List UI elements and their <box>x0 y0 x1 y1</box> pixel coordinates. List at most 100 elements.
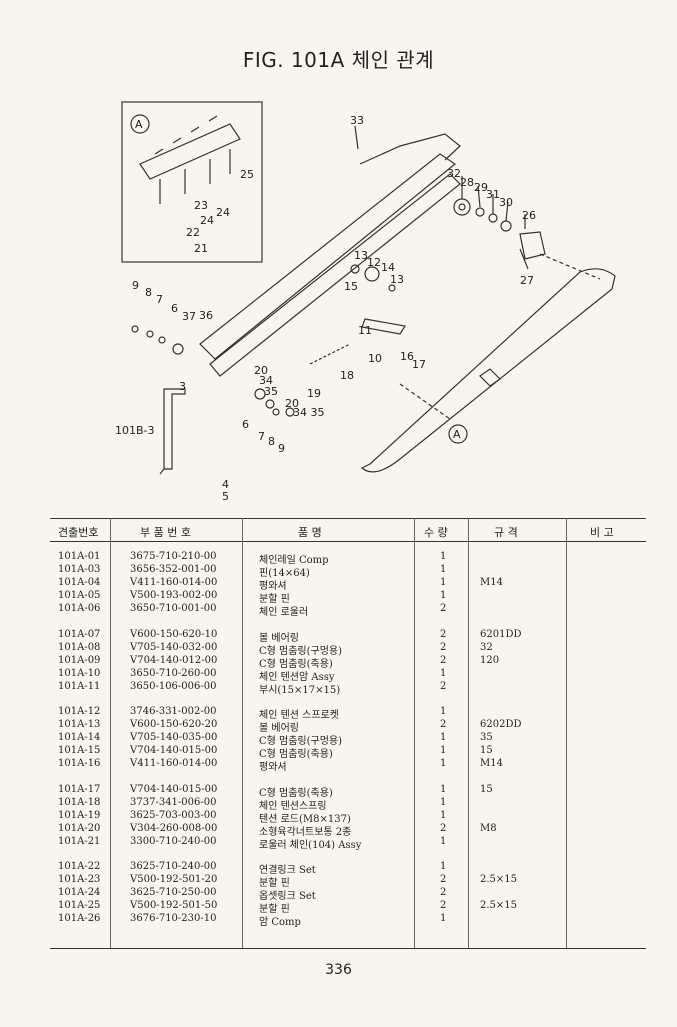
arm-comp <box>360 268 616 473</box>
cell-item: 101A-23 <box>58 874 101 886</box>
cell-part-no: 3625-710-240-00 <box>130 861 217 872</box>
callout-11: 11 <box>358 324 372 337</box>
header-part-no: 부 품 번 호 <box>140 526 191 539</box>
cell-qty: 2 <box>440 680 447 692</box>
cell-item: 101A-26 <box>58 913 101 925</box>
col-divider-5 <box>566 518 567 948</box>
cell-name: 텐션 로드(M8×137) <box>259 813 351 825</box>
header-item: 견출번호 <box>58 526 99 539</box>
callout-33: 33 <box>350 114 364 127</box>
callout-19: 19 <box>307 387 321 400</box>
cell-item: 101A-12 <box>58 706 101 717</box>
callout-20b: 20 <box>285 397 299 410</box>
cell-part-no: 3300-710-240-00 <box>130 835 217 847</box>
cell-name: 분할 핀 <box>259 904 290 916</box>
header-qty: 수 량 <box>424 526 448 539</box>
callout-5: 5 <box>222 490 229 503</box>
cell-name: 연결링크 Set <box>259 865 316 876</box>
page-title: FIG. 101A 체인 관계 <box>242 48 435 72</box>
cell-qty: 1 <box>440 758 447 770</box>
callout-21: 21 <box>194 242 208 255</box>
cell-part-no: 3650-710-001-00 <box>130 603 217 615</box>
cell-spec: M8 <box>480 822 497 834</box>
callout-9a: 9 <box>132 279 139 292</box>
callout-36: 36 <box>199 309 213 322</box>
callout-34a: 34 <box>259 374 273 387</box>
cell-spec: 32 <box>480 641 493 653</box>
cell-spec: 6201DD <box>480 628 522 640</box>
cell-name: C형 멈춤링(구멍용) <box>259 736 343 748</box>
cell-name: C형 멈춤링(축용) <box>259 787 333 799</box>
callout-17: 17 <box>412 358 426 371</box>
cell-name: 체인 로울러 <box>259 607 309 619</box>
cell-qty: 2 <box>440 874 447 886</box>
callout-7a: 7 <box>156 293 163 306</box>
callout-9b: 9 <box>278 442 285 455</box>
col-divider-2 <box>242 518 243 948</box>
cell-qty: 1 <box>440 809 447 821</box>
cell-part-no: 3650-710-260-00 <box>130 667 217 679</box>
cell-part-no: V411-160-014-00 <box>130 758 218 770</box>
callout-8b: 8 <box>268 435 275 448</box>
cell-part-no: 3737-341-006-00 <box>130 796 217 808</box>
cell-qty: 1 <box>440 796 447 808</box>
cell-qty: 1 <box>440 706 447 717</box>
callout-3: 3 <box>179 380 186 393</box>
callout-30: 30 <box>499 196 513 209</box>
cell-spec: 2.5×15 <box>480 900 518 912</box>
callout-6a: 6 <box>171 302 178 315</box>
callout-15: 15 <box>344 280 358 293</box>
cell-item: 101A-04 <box>58 577 101 589</box>
callout-7b: 7 <box>258 430 265 443</box>
cell-spec: 2.5×15 <box>480 874 518 886</box>
cell-part-no: 3656-352-001-00 <box>130 564 217 576</box>
callout-8a: 8 <box>145 286 152 299</box>
cell-item: 101A-10 <box>58 667 101 679</box>
cell-qty: 2 <box>440 654 447 666</box>
cell-name: 분할 핀 <box>259 878 290 890</box>
cell-item: 101A-01 <box>58 551 101 562</box>
cell-item: 101A-11 <box>58 680 101 692</box>
cell-qty: 1 <box>440 577 447 589</box>
cell-part-no: 3676-710-230-10 <box>130 913 217 925</box>
cell-name: 체인레일 Comp <box>259 555 329 566</box>
table-top-rule <box>50 518 646 519</box>
col-divider-3 <box>414 518 415 948</box>
cell-part-no: 3625-703-003-00 <box>130 809 217 821</box>
callout-20a: 20 <box>254 364 268 377</box>
cell-qty: 1 <box>440 564 447 576</box>
cell-part-no: V411-160-014-00 <box>130 577 218 589</box>
cell-qty: 1 <box>440 590 447 602</box>
cell-name: 소형육각너트보통 2종 <box>259 826 352 838</box>
exploded-parts-diagram: 33 32 28 29 31 30 26 27 13 12 14 13 15 1… <box>115 101 616 503</box>
cell-item: 101A-06 <box>58 603 101 615</box>
callout-23: 23 <box>194 199 208 212</box>
cell-name: 평와셔 <box>259 762 287 774</box>
cell-qty: 1 <box>440 667 447 679</box>
detail-a-callout <box>448 424 468 444</box>
cell-qty: 1 <box>440 745 447 757</box>
cell-name: 볼 베어링 <box>259 632 299 644</box>
cell-qty: 2 <box>440 603 447 615</box>
cell-name: C형 멈춤링(축용) <box>259 749 333 761</box>
cell-name: C형 멈춤링(축용) <box>259 658 333 670</box>
cell-part-no: V600-150-620-10 <box>130 628 218 640</box>
detail-a-inset <box>121 101 263 263</box>
cell-name: 볼 베어링 <box>259 723 299 735</box>
header-spec: 규 격 <box>494 526 518 539</box>
cell-spec: M14 <box>480 758 503 770</box>
cell-part-no: 3675-710-210-00 <box>130 551 217 562</box>
detail-a-marker <box>130 114 150 134</box>
col-divider-1 <box>110 518 111 948</box>
cell-item: 101A-08 <box>58 641 101 653</box>
cell-name: 분할 핀 <box>259 594 290 606</box>
chain-rail <box>199 153 457 360</box>
cell-part-no: 3625-710-250-00 <box>130 887 217 899</box>
callout-labels: 33 32 28 29 31 30 26 27 13 12 14 13 15 1… <box>115 114 536 503</box>
callout-4: 4 <box>222 478 229 491</box>
